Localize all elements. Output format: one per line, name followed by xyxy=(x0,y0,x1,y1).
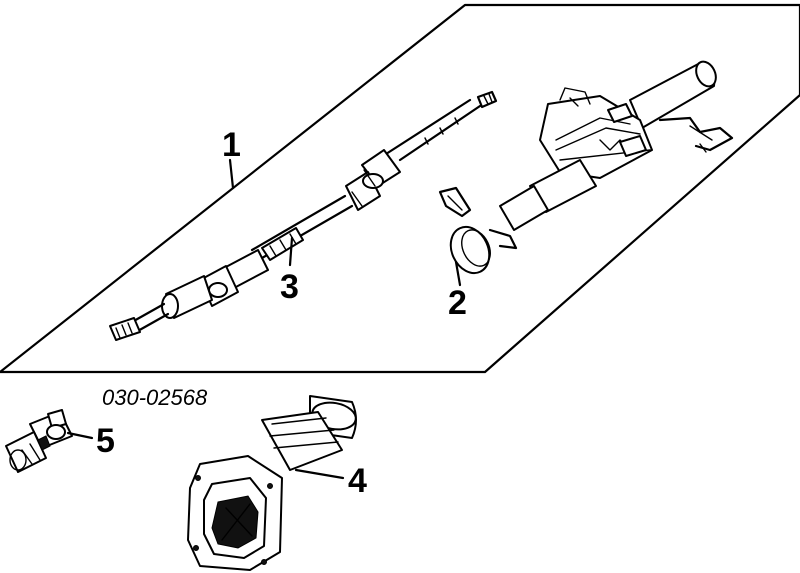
callout-3: 3 xyxy=(280,268,299,306)
column-boot xyxy=(187,395,357,571)
callout-1: 1 xyxy=(222,126,241,164)
leader-line-3 xyxy=(288,236,294,267)
leader-line-5 xyxy=(66,431,94,440)
steering-column xyxy=(438,60,734,275)
callout-5: 5 xyxy=(96,422,115,460)
universal-joint xyxy=(5,409,73,473)
leader-line-2 xyxy=(454,260,462,287)
leader-line-1 xyxy=(228,158,235,190)
callout-2: 2 xyxy=(448,284,467,322)
intermediate-shaft xyxy=(109,90,498,341)
assembly-outline xyxy=(0,3,800,374)
part-number-label: 030-02568 xyxy=(102,385,208,410)
callout-4: 4 xyxy=(348,462,367,500)
leader-line-4 xyxy=(294,468,345,480)
